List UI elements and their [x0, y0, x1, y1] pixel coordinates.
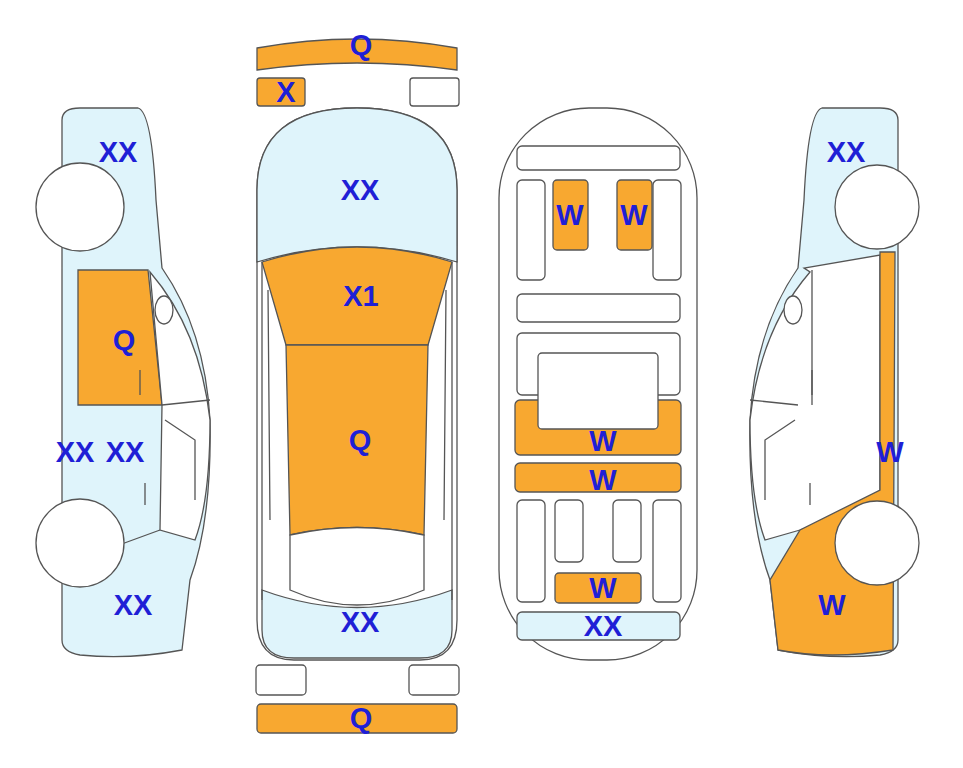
damage-code: XX	[341, 608, 380, 637]
damage-code: W	[589, 427, 616, 456]
damage-code: XX	[827, 138, 866, 167]
damage-code: Q	[350, 31, 373, 60]
damage-code: XX	[99, 138, 138, 167]
damage-code: W	[556, 201, 583, 230]
damage-code: X	[276, 78, 295, 107]
damage-code: W	[589, 574, 616, 603]
damage-code: X1	[343, 282, 378, 311]
damage-code: XX	[584, 612, 623, 641]
damage-code: XX	[56, 438, 95, 467]
damage-code: Q	[349, 426, 372, 455]
damage-code: W	[620, 201, 647, 230]
damage-code: W	[876, 438, 903, 467]
damage-code: W	[589, 466, 616, 495]
damage-code: W	[818, 591, 845, 620]
damage-code: Q	[350, 704, 373, 733]
damage-code: XX	[341, 176, 380, 205]
damage-code: XX	[114, 591, 153, 620]
damage-code: XX	[106, 438, 145, 467]
damage-code: Q	[113, 326, 136, 355]
